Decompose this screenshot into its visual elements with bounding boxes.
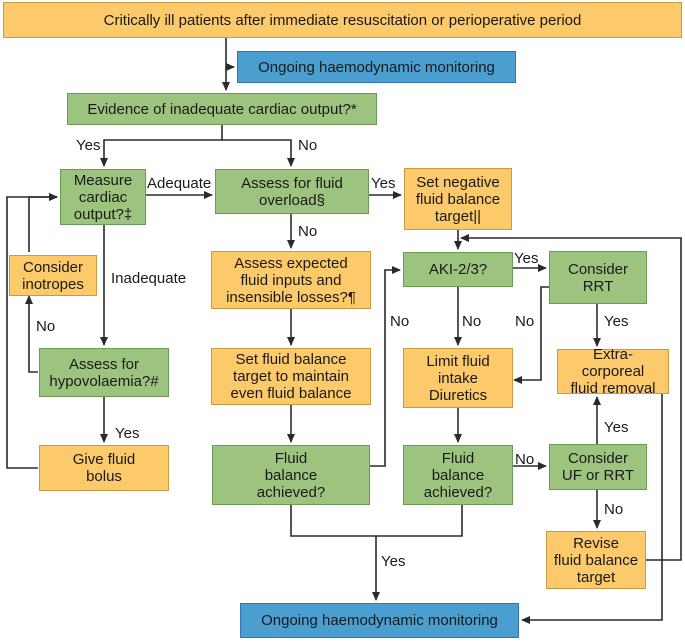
extracorporeal-removal-box: Extra-corporeal fluid removal — [557, 346, 669, 397]
start-box: Critically ill patients after immediate … — [3, 2, 682, 38]
monitoring-bottom-text: Ongoing haemodynamic monitoring — [261, 612, 498, 629]
arrow-balance2-yes — [376, 505, 463, 537]
label-inadequate: Inadequate — [111, 270, 187, 287]
cardiac-output-question-text: Evidence of inadequate cardiac output?* — [87, 100, 357, 118]
assess-hypovolaemia-text: Assess for hypovolaemia?# — [49, 355, 159, 390]
label-no-uf: No — [604, 501, 624, 518]
extracorporeal-removal-text: Extra-corporeal fluid removal — [570, 346, 656, 397]
label-yes-uf: Yes — [604, 419, 629, 436]
assess-fluid-overload-box: Assess for fluid overload§ — [215, 169, 369, 214]
label-yes-bottom: Yes — [381, 553, 406, 570]
label-no-balance2: No — [515, 451, 535, 468]
arrow-hypo-no — [25, 295, 38, 373]
label-adequate: Adequate — [147, 175, 212, 192]
consider-rrt-text: Consider RRT — [567, 260, 629, 295]
label-no-aki: No — [462, 313, 482, 330]
assess-hypovolaemia-box: Assess for hypovolaemia?# — [39, 348, 169, 397]
limit-fluid-text: Limit fluid intake Diuretics — [426, 352, 490, 404]
label-no-balance1: No — [390, 313, 410, 330]
arrow-balance1-no — [370, 266, 401, 467]
give-fluid-bolus-box: Give fluid bolus — [39, 445, 169, 491]
revise-fluid-target-text: Revise fluid balance target — [553, 534, 639, 586]
start-text: Critically ill patients after immediate … — [103, 11, 582, 29]
arrow-bolus-loop — [6, 193, 58, 469]
aki-question-text: AKI-2/3? — [428, 261, 488, 278]
monitoring-bottom-box: Ongoing haemodynamic monitoring — [240, 603, 519, 638]
label-no-hypo: No — [36, 318, 56, 335]
fluid-balance-achieved-1-text: Fluid balance achieved? — [256, 449, 326, 501]
arrow-inotropes-up — [28, 193, 58, 252]
assess-fluid-inputs-box: Assess expected fluid inputs and insensi… — [211, 251, 371, 309]
revise-fluid-target-box: Revise fluid balance target — [546, 531, 646, 589]
consider-uf-rrt-text: Consider UF or RRT — [561, 450, 635, 484]
monitoring-top-box: Ongoing haemodynamic monitoring — [237, 51, 516, 83]
consider-inotropes-box: Consider inotropes — [9, 255, 97, 296]
label-no-rrt: No — [515, 313, 535, 330]
fluid-balance-achieved-2-box: Fluid balance achieved? — [403, 445, 513, 505]
arrow-start-to-monitor — [225, 38, 235, 71]
aki-question-box: AKI-2/3? — [403, 252, 513, 287]
even-fluid-target-box: Set fluid balance target to maintain eve… — [211, 348, 371, 405]
label-no-overload: No — [298, 223, 318, 240]
fluid-balance-achieved-1-box: Fluid balance achieved? — [212, 445, 370, 505]
give-fluid-bolus-text: Give fluid bolus — [72, 451, 136, 485]
consider-inotropes-text: Consider inotropes — [22, 258, 84, 293]
consider-rrt-box: Consider RRT — [549, 251, 647, 304]
arrow-revise-loop — [460, 234, 682, 561]
limit-fluid-box: Limit fluid intake Diuretics — [403, 348, 513, 408]
measure-cardiac-output-box: Measure cardiac output?‡ — [60, 169, 146, 225]
label-no-cardiac: No — [298, 137, 318, 154]
even-fluid-target-text: Set fluid balance target to maintain eve… — [230, 351, 352, 402]
arrow-cardiac-yes — [100, 125, 223, 167]
arrow-extra-to-bottom — [521, 394, 663, 624]
label-yes-aki: Yes — [514, 250, 539, 267]
label-yes-rrt: Yes — [604, 313, 629, 330]
monitoring-top-text: Ongoing haemodynamic monitoring — [258, 58, 495, 76]
label-yes-hypo: Yes — [115, 425, 140, 442]
assess-fluid-inputs-text: Assess expected fluid inputs and insensi… — [226, 254, 356, 306]
negative-fluid-target-text: Set negative fluid balance target|| — [415, 173, 501, 225]
label-yes-cardiac: Yes — [76, 137, 101, 154]
label-yes-overload: Yes — [371, 175, 396, 192]
assess-fluid-overload-text: Assess for fluid overload§ — [241, 174, 343, 209]
cardiac-output-question-box: Evidence of inadequate cardiac output?* — [67, 93, 377, 125]
measure-cardiac-output-text: Measure cardiac output?‡ — [73, 171, 133, 223]
arrow-cardiac-no — [222, 139, 295, 167]
fluid-balance-achieved-2-text: Fluid balance achieved? — [423, 449, 493, 501]
negative-fluid-target-box: Set negative fluid balance target|| — [404, 168, 512, 230]
arrow-rrt-no — [513, 286, 554, 384]
arrow-balance1-yes — [290, 505, 376, 537]
consider-uf-rrt-box: Consider UF or RRT — [549, 444, 647, 490]
